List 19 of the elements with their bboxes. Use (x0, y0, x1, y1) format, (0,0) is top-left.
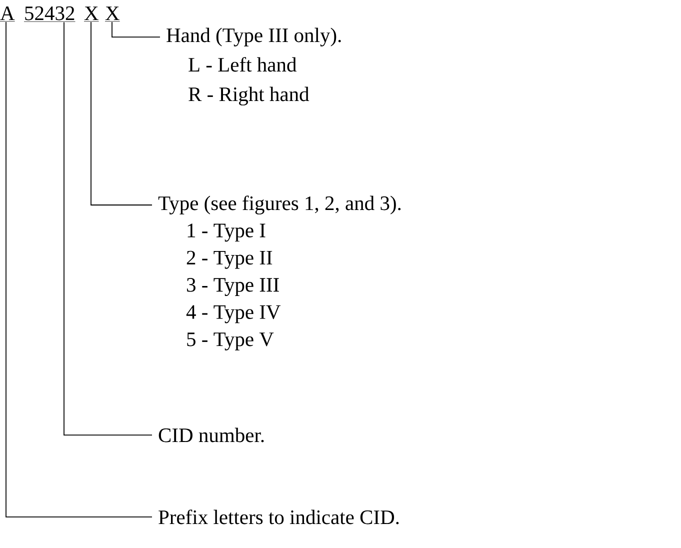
description-text: Prefix letters to indicate CID. (158, 510, 399, 524)
leader-line (64, 22, 152, 436)
code-letter: 52432 (24, 6, 76, 22)
code-letter: A (0, 6, 15, 22)
list-item: R - Right hand (188, 86, 310, 106)
code-letter: X (104, 6, 120, 22)
leader-line (6, 22, 152, 518)
description-text: CID number. (158, 428, 264, 442)
list-item: 5 - Type V (187, 332, 274, 350)
leader-line (112, 22, 160, 38)
list-item: 3 - Type III (187, 278, 279, 296)
list-item: L - Left hand (188, 57, 296, 72)
description-text: Type (see figures 1, 2, and 3). (158, 196, 401, 214)
description-text: Hand (Type III only). (166, 28, 341, 46)
code-letter: X (84, 6, 99, 22)
leader-line (90, 22, 152, 206)
list-item: 4 - Type IV (186, 305, 281, 324)
list-item: 1 - Type I (188, 224, 266, 242)
list-item: 2 - Type II (186, 250, 272, 269)
